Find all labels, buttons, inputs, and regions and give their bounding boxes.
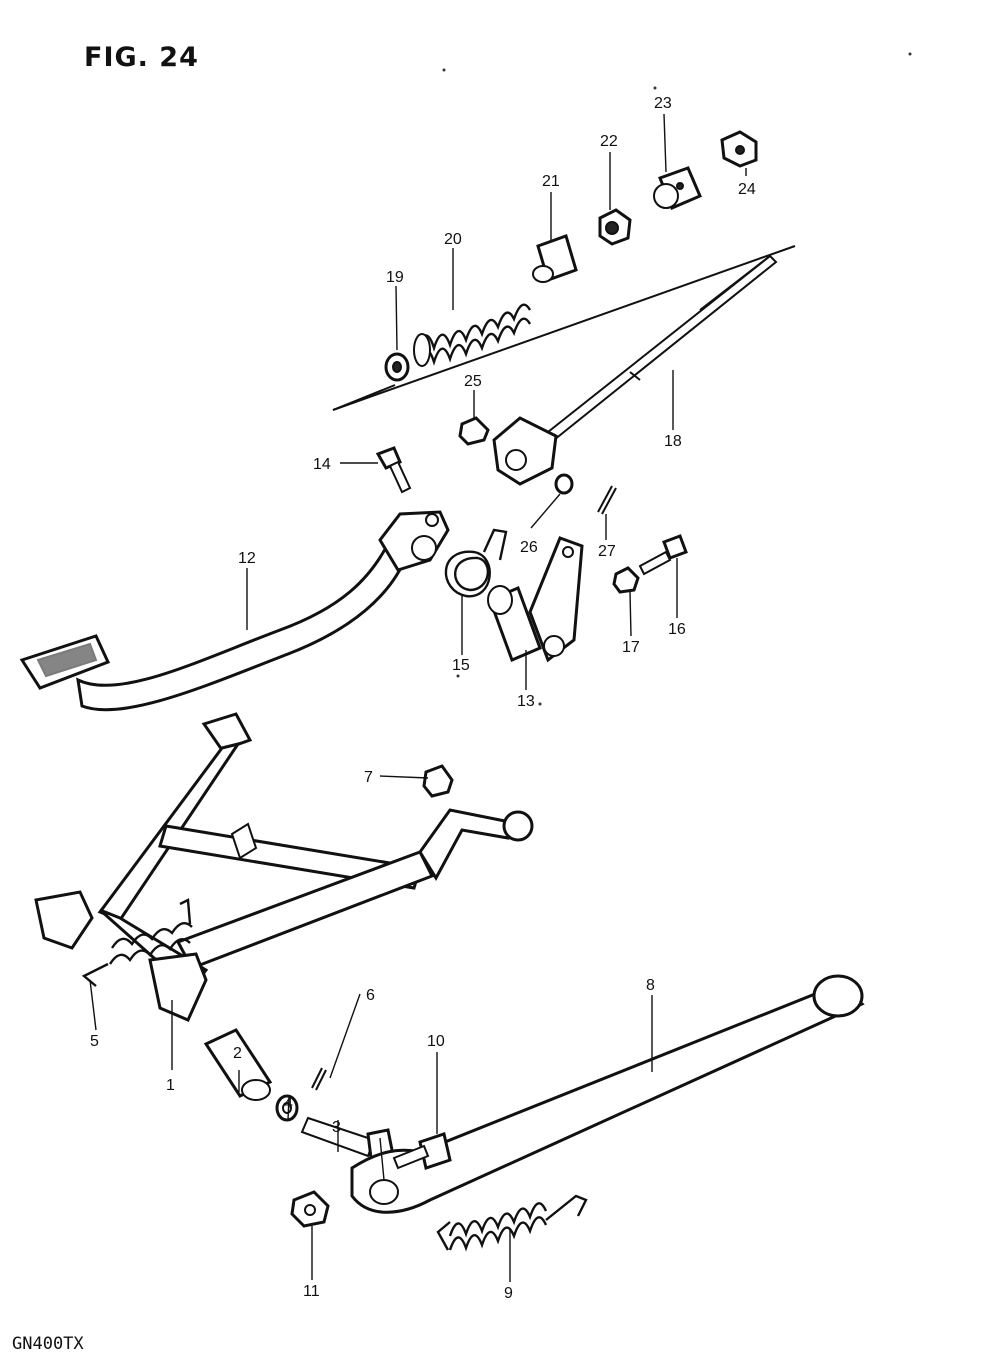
callout-1: 1 bbox=[166, 1077, 175, 1094]
part-24-nut bbox=[720, 130, 758, 168]
part-16-bolt bbox=[638, 534, 688, 576]
part-26-washer bbox=[554, 473, 574, 495]
part-21-collar bbox=[532, 234, 578, 283]
callout-21: 21 bbox=[542, 173, 560, 190]
part-11-nut bbox=[290, 1190, 330, 1228]
callout-9: 9 bbox=[504, 1285, 513, 1302]
callout-13: 13 bbox=[517, 693, 535, 710]
callout-19: 19 bbox=[386, 269, 404, 286]
callout-11: 11 bbox=[303, 1283, 320, 1300]
callout-10: 10 bbox=[427, 1033, 445, 1050]
callout-22: 22 bbox=[600, 133, 618, 150]
part-10-bolt bbox=[392, 1132, 452, 1170]
upper-exploded-boundary bbox=[332, 245, 796, 411]
part-4-washer bbox=[275, 1094, 299, 1122]
scan-specks bbox=[442, 52, 912, 706]
part-27-cotter-pin bbox=[597, 485, 617, 515]
part-13-brake-arm bbox=[487, 536, 584, 663]
callout-6: 6 bbox=[366, 987, 375, 1004]
callout-25: 25 bbox=[464, 373, 482, 390]
part-20-spring bbox=[413, 303, 532, 367]
part-8-side-stand bbox=[350, 974, 865, 1214]
callout-7: 7 bbox=[364, 769, 373, 786]
callout-24: 24 bbox=[738, 181, 756, 198]
part-23-joint bbox=[653, 166, 702, 210]
leader-lines bbox=[89, 113, 747, 1282]
callout-20: 20 bbox=[444, 231, 462, 248]
callout-15: 15 bbox=[452, 657, 470, 674]
callout-8: 8 bbox=[646, 977, 655, 994]
callout-23: 23 bbox=[654, 95, 672, 112]
part-5-spring bbox=[81, 898, 193, 987]
part-1-center-stand bbox=[34, 712, 534, 1022]
model-code: GN400TX bbox=[12, 1334, 84, 1354]
callout-3: 3 bbox=[332, 1119, 341, 1136]
part-2-collar bbox=[203, 1028, 273, 1101]
callout-numbers: 1 2 3 4 5 6 7 8 9 10 11 12 13 14 15 16 1… bbox=[90, 95, 756, 1302]
part-15-spring bbox=[444, 528, 508, 598]
part-6-cotter-pin bbox=[311, 1067, 327, 1091]
callout-17: 17 bbox=[622, 639, 640, 656]
part-19-washer bbox=[384, 352, 410, 382]
part-14-bolt bbox=[375, 446, 412, 494]
callout-4: 4 bbox=[284, 1095, 293, 1112]
callout-12: 12 bbox=[238, 550, 256, 567]
part-9-spring bbox=[436, 1194, 588, 1252]
callout-26: 26 bbox=[520, 539, 538, 556]
callout-5: 5 bbox=[90, 1033, 99, 1050]
figure-title: FIG. 24 bbox=[84, 42, 199, 73]
callout-14: 14 bbox=[313, 456, 331, 473]
callout-2: 2 bbox=[233, 1045, 242, 1062]
part-18-rod bbox=[546, 254, 778, 442]
callout-18: 18 bbox=[664, 433, 682, 450]
part-22-nut bbox=[598, 208, 632, 246]
part-17-nut bbox=[612, 566, 640, 594]
part-7-stopper bbox=[422, 764, 454, 798]
callout-16: 16 bbox=[668, 621, 686, 638]
callout-27: 27 bbox=[598, 543, 616, 560]
part-25-pin-and-rod-end bbox=[458, 416, 558, 486]
part-12-brake-pedal bbox=[19, 510, 450, 712]
